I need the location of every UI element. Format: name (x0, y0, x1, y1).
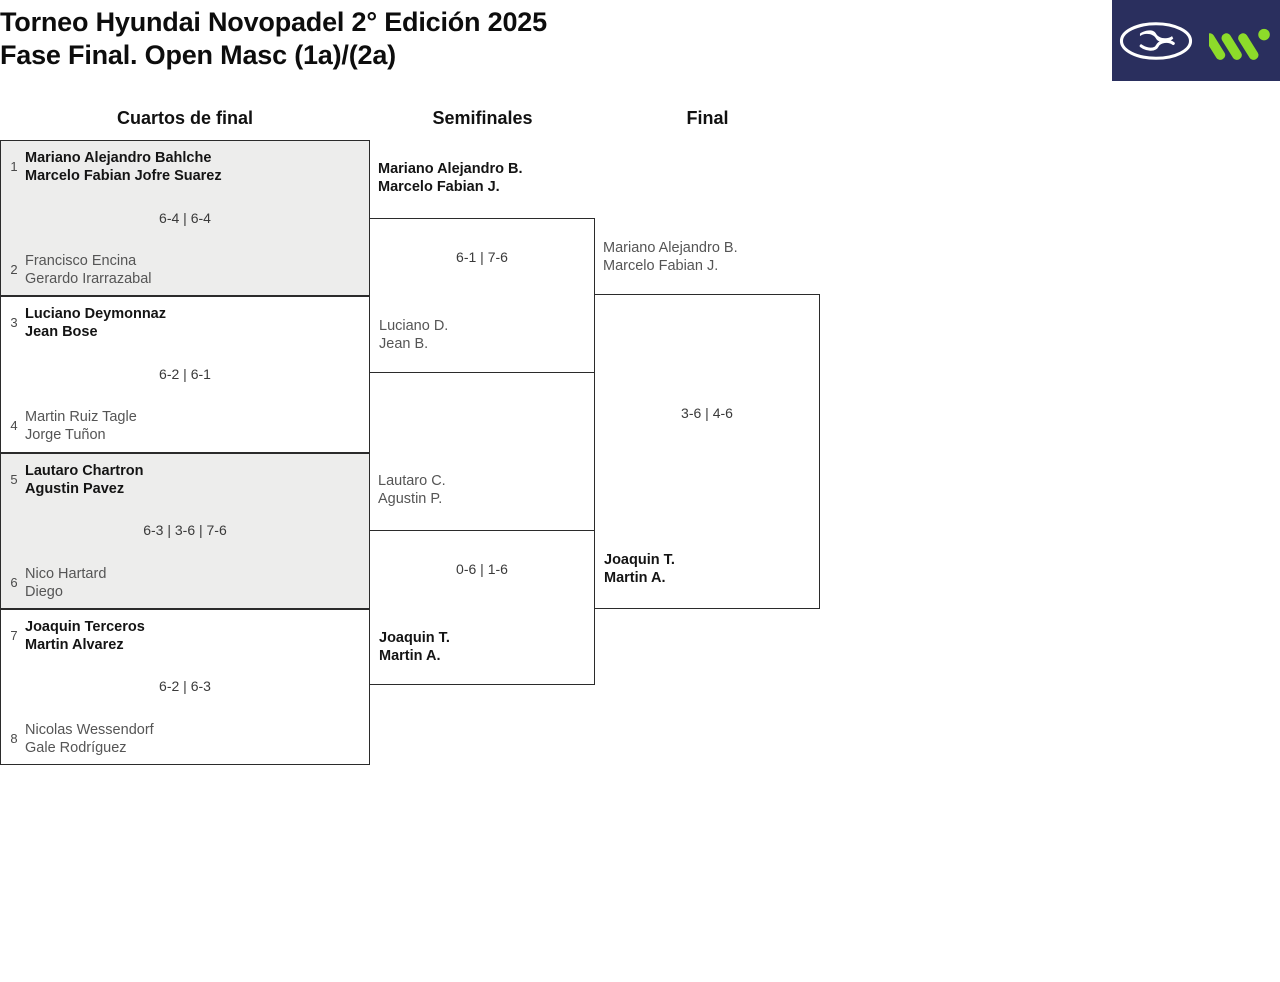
sponsor-logo-block (1112, 0, 1280, 81)
final-team-top-line-1: Mariano Alejandro B. (603, 240, 738, 256)
match-box-final[interactable]: Joaquin T. Martin A. (594, 294, 820, 609)
team-name-line-1: Francisco Encina (25, 253, 137, 269)
team-name-line-2: Agustin Pavez (25, 481, 125, 497)
seed-number: 1 (10, 159, 18, 174)
match-score-qf-4: 6-2 | 6-3 (159, 678, 211, 694)
match-score-final: 3-6 | 4-6 (681, 405, 733, 421)
round-header-final: Final (686, 108, 729, 128)
hyundai-logo-icon (1119, 21, 1193, 60)
final-team-bottom-line-2: Martin A. (604, 570, 666, 586)
seed-number: 3 (10, 315, 18, 330)
match-box-qf-3[interactable]: 5 Lautaro Chartron Agustin Pavez 6 Nico … (0, 453, 370, 609)
sf-1-team-top-line-1: Mariano Alejandro B. (378, 161, 523, 177)
sf-1-team-bottom-line-2: Jean B. (379, 336, 429, 352)
team-name-line-2: Marcelo Fabian Jofre Suarez (25, 168, 222, 184)
seed-number: 7 (10, 628, 18, 643)
sf-1-team-top-line-2: Marcelo Fabian J. (378, 179, 500, 195)
seed-number: 6 (10, 575, 18, 590)
seed-number: 5 (10, 472, 18, 487)
sf-2-team-bottom-line-1: Joaquin T. (379, 630, 450, 646)
final-team-top-line-2: Marcelo Fabian J. (603, 258, 719, 274)
match-box-sf-2[interactable]: Joaquin T. Martin A. (369, 530, 595, 685)
novopadel-m-logo-icon (1209, 28, 1270, 60)
sf-1-team-bottom-line-1: Luciano D. (379, 318, 449, 334)
team-name-line-2: Gale Rodríguez (25, 740, 127, 756)
sf-2-team-top-line-2: Agustin P. (378, 491, 443, 507)
title-line-2: Fase Final. Open Masc (1a)/(2a) (0, 40, 396, 70)
team-name-line-1: Martin Ruiz Tagle (25, 409, 137, 425)
team-name-line-2: Jorge Tuñon (25, 427, 106, 443)
team-name-line-1: Joaquin Terceros (25, 619, 145, 635)
team-name-line-2: Jean Bose (25, 324, 98, 340)
team-name-line-1: Mariano Alejandro Bahlche (25, 150, 212, 166)
final-team-bottom-line-1: Joaquin T. (604, 552, 675, 568)
team-name-line-1: Nico Hartard (25, 566, 107, 582)
team-name-line-1: Luciano Deymonnaz (25, 306, 166, 322)
seed-number: 8 (10, 731, 18, 746)
match-box-qf-4[interactable]: 7 Joaquin Terceros Martin Alvarez 8 Nico… (0, 609, 370, 765)
match-score-sf-1: 6-1 | 7-6 (456, 249, 508, 265)
seed-number: 4 (10, 418, 18, 433)
team-name-line-2: Martin Alvarez (25, 637, 124, 653)
match-score-qf-1: 6-4 | 6-4 (159, 210, 211, 226)
sf-2-team-top-line-1: Lautaro C. (378, 473, 446, 489)
team-name-line-1: Nicolas Wessendorf (25, 722, 154, 738)
page-title: Torneo Hyundai Novopadel 2° Edición 2025… (0, 6, 1090, 72)
team-name-line-1: Lautaro Chartron (25, 463, 144, 479)
round-header-semifinals: Semifinales (432, 108, 533, 128)
match-box-sf-1[interactable]: Luciano D. Jean B. (369, 218, 595, 373)
sf-2-team-bottom-line-2: Martin A. (379, 648, 441, 664)
title-line-1: Torneo Hyundai Novopadel 2° Edición 2025 (0, 7, 547, 37)
match-box-qf-1[interactable]: 1 Mariano Alejandro Bahlche Marcelo Fabi… (0, 140, 370, 296)
team-name-line-2: Diego (25, 584, 63, 600)
match-score-qf-2: 6-2 | 6-1 (159, 366, 211, 382)
match-box-qf-2[interactable]: 3 Luciano Deymonnaz Jean Bose 4 Martin R… (0, 296, 370, 453)
round-header-quarterfinals: Cuartos de final (116, 108, 254, 128)
seed-number: 2 (10, 262, 18, 277)
match-score-qf-3: 6-3 | 3-6 | 7-6 (143, 522, 227, 538)
match-score-sf-2: 0-6 | 1-6 (456, 561, 508, 577)
team-name-line-2: Gerardo Irarrazabal (25, 271, 152, 287)
